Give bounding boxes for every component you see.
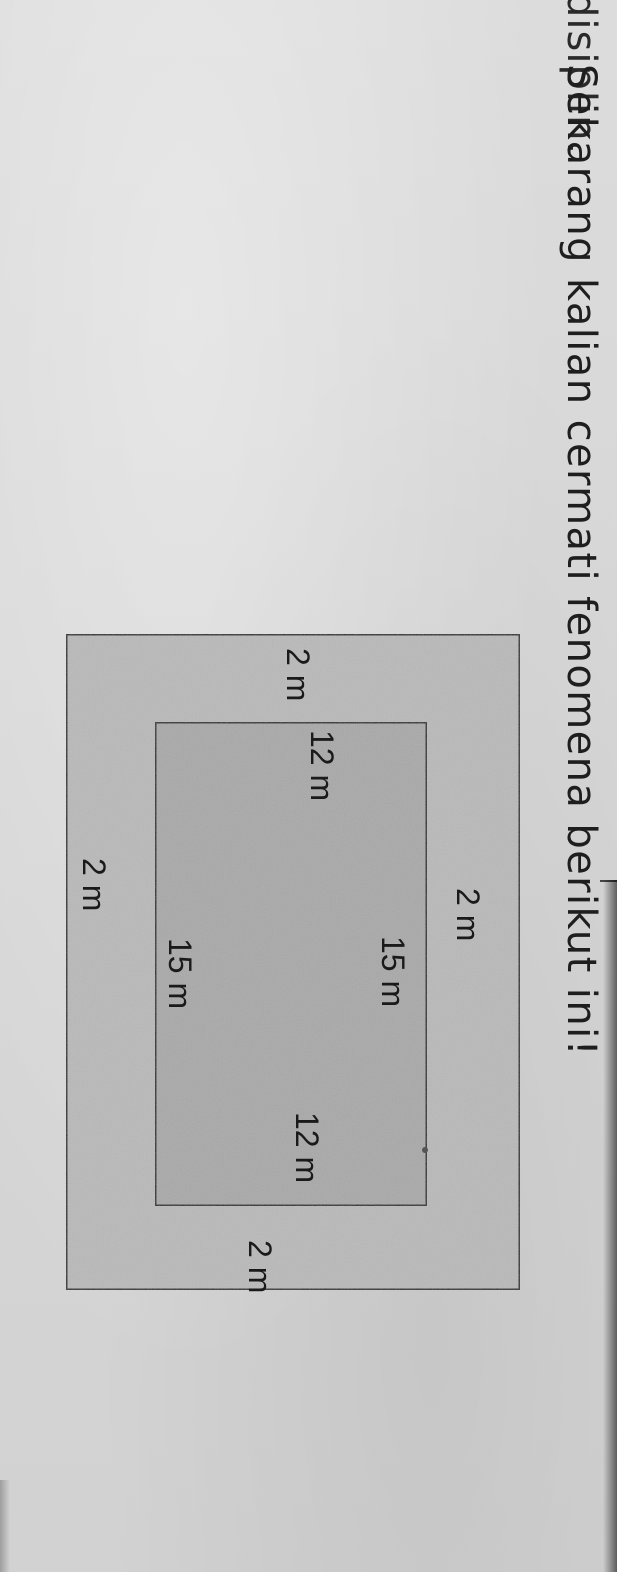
label-left-2m: 2 m — [280, 648, 316, 702]
label-inner-right-12m: 12 m — [289, 1112, 325, 1184]
corner-shadow — [0, 1480, 10, 1572]
dot-mark — [422, 1147, 428, 1153]
label-inner-top-15m: 15 m — [375, 936, 411, 1008]
label-bottom-2m: 2 m — [76, 858, 112, 912]
inner-rectangle — [153, 720, 429, 1208]
label-top-2m: 2 m — [450, 888, 486, 942]
label-right-2m: 2 m — [242, 1240, 278, 1294]
label-inner-bottom-15m: 15 m — [162, 938, 198, 1010]
label-inner-left-12m: 12 m — [304, 730, 340, 802]
